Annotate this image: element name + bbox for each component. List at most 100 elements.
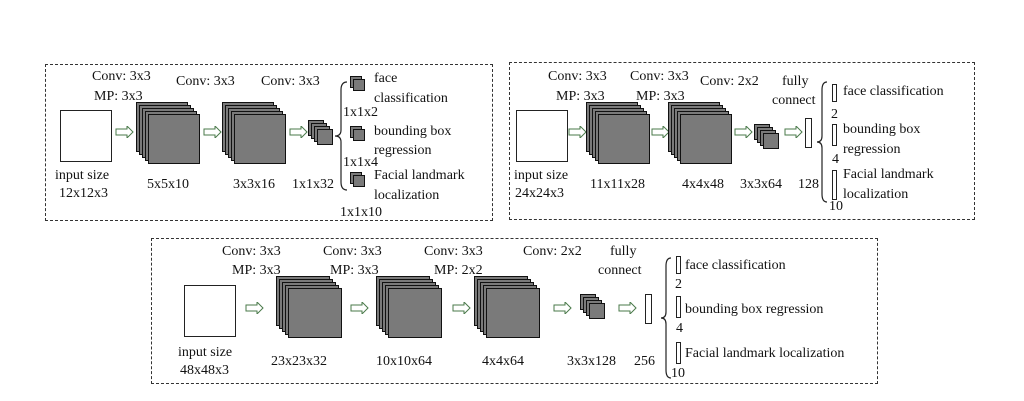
onet-dim-3: 4x4x64 [482, 354, 524, 369]
pnet-out-bbox-l2: regression [374, 143, 432, 158]
rnet-out-land-bar [832, 170, 837, 200]
pnet-out-bbox-cube [350, 126, 366, 142]
pnet-dim-2: 3x3x16 [233, 177, 275, 192]
pnet-conv1-label: Conv: 3x3 [92, 69, 151, 84]
pnet-conv3-label: Conv: 3x3 [261, 74, 320, 89]
rnet-out-bbox-l1: bounding box [843, 122, 921, 137]
onet-conv2-label: Conv: 3x3 [323, 244, 382, 259]
onet-conv3-label: Conv: 3x3 [424, 244, 483, 259]
onet-dim-1: 23x23x32 [271, 354, 327, 369]
onet-featmap-1 [276, 276, 346, 342]
onet-conv1-label: Conv: 3x3 [222, 244, 281, 259]
rnet-featmap-2 [668, 102, 734, 166]
rnet-dim-3: 3x3x64 [740, 177, 782, 192]
onet-input-box [184, 285, 236, 337]
pnet-input-box [60, 110, 112, 162]
onet-arrow-1 [245, 302, 264, 314]
rnet-featmap-1 [586, 102, 652, 166]
onet-dim-2: 10x10x64 [376, 354, 432, 369]
onet-out-face-dim: 2 [675, 277, 682, 292]
rnet-brace [816, 81, 828, 203]
pnet-out-land-l2: localization [374, 188, 440, 203]
onet-dim-4: 3x3x128 [567, 354, 616, 369]
rnet-input-box [516, 110, 568, 162]
pnet-out-land-l1: Facial landmark [374, 168, 465, 183]
onet-out-bbox-bar [676, 296, 681, 318]
onet-fc-bar [645, 294, 652, 324]
pnet-arrow-3 [289, 126, 308, 138]
rnet-conv2-label: Conv: 3x3 [630, 69, 689, 84]
rnet-fc-l1: fully [782, 74, 809, 89]
onet-conv4-label: Conv: 2x2 [523, 244, 582, 259]
pnet-input-dim: 12x12x3 [59, 186, 108, 201]
pnet-out-land-dim: 1x1x10 [340, 205, 382, 220]
pnet-out-face-cube [350, 76, 366, 92]
pnet-arrow-2 [203, 126, 222, 138]
onet-featmap-3 [474, 276, 544, 342]
pnet-out-face-l2: classification [374, 91, 448, 106]
pnet-out-bbox-dim: 1x1x4 [343, 155, 378, 170]
onet-out-land-dim: 10 [671, 366, 685, 381]
onet-arrow-5 [618, 302, 637, 314]
pnet-panel [45, 64, 493, 221]
rnet-out-bbox-l2: regression [843, 142, 901, 157]
rnet-mp1-label: MP: 3x3 [556, 89, 605, 104]
onet-arrow-4 [553, 302, 572, 314]
rnet-out-land-dim: 10 [829, 199, 843, 214]
rnet-out-bbox-dim: 4 [832, 152, 839, 167]
pnet-featmap-3 [308, 120, 334, 148]
rnet-dim-fc: 128 [798, 177, 819, 192]
onet-mp1-label: MP: 3x3 [232, 263, 281, 278]
onet-fc-l1: fully [610, 244, 637, 259]
rnet-out-land-l2: localization [843, 187, 909, 202]
pnet-out-land-cube [350, 172, 366, 188]
rnet-input-label: input size [514, 168, 569, 183]
onet-out-face-label: face classification [685, 258, 786, 273]
rnet-mp2-label: MP: 3x3 [636, 89, 685, 104]
rnet-fc-l2: connect [772, 93, 816, 108]
onet-featmap-4 [580, 294, 608, 324]
rnet-out-face-label: face classification [843, 84, 944, 99]
rnet-out-bbox-bar [832, 124, 837, 146]
rnet-conv3-label: Conv: 2x2 [700, 74, 759, 89]
rnet-fc-bar [805, 118, 812, 148]
onet-out-bbox-dim: 4 [676, 321, 683, 336]
onet-input-label: input size [178, 345, 233, 360]
rnet-featmap-3 [754, 124, 782, 154]
rnet-dim-1: 11x11x28 [590, 177, 645, 192]
onet-dim-fc: 256 [634, 354, 655, 369]
rnet-arrow-2 [651, 126, 670, 138]
rnet-arrow-4 [784, 126, 803, 138]
onet-arrow-3 [452, 302, 471, 314]
rnet-out-land-l1: Facial landmark [843, 167, 934, 182]
onet-out-bbox-label: bounding box regression [685, 302, 824, 317]
onet-featmap-2 [376, 276, 446, 342]
onet-mp2-label: MP: 3x3 [330, 263, 379, 278]
onet-out-face-bar [676, 256, 681, 274]
pnet-out-bbox-l1: bounding box [374, 124, 452, 139]
onet-input-dim: 48x48x3 [180, 363, 229, 378]
rnet-panel [509, 62, 975, 220]
rnet-out-face-dim: 2 [831, 107, 838, 122]
pnet-featmap-1 [136, 102, 202, 166]
pnet-input-label: input size [55, 168, 110, 183]
pnet-brace [334, 81, 348, 191]
pnet-conv2-label: Conv: 3x3 [176, 74, 235, 89]
rnet-arrow-3 [734, 126, 753, 138]
rnet-input-dim: 24x24x3 [515, 186, 564, 201]
onet-panel [151, 238, 878, 384]
onet-out-land-label: Facial landmark localization [685, 346, 845, 361]
rnet-dim-2: 4x4x48 [682, 177, 724, 192]
rnet-conv1-label: Conv: 3x3 [548, 69, 607, 84]
pnet-dim-3: 1x1x32 [292, 177, 334, 192]
onet-fc-l2: connect [598, 263, 642, 278]
pnet-featmap-2 [222, 102, 288, 166]
pnet-out-face-dim: 1x1x2 [343, 105, 378, 120]
onet-mp3-label: MP: 2x2 [434, 263, 483, 278]
onet-arrow-2 [350, 302, 369, 314]
pnet-out-face-l1: face [374, 71, 398, 86]
onet-brace [660, 257, 672, 379]
pnet-arrow-1 [115, 126, 134, 138]
onet-out-land-bar [676, 342, 681, 364]
rnet-out-face-bar [832, 84, 837, 102]
